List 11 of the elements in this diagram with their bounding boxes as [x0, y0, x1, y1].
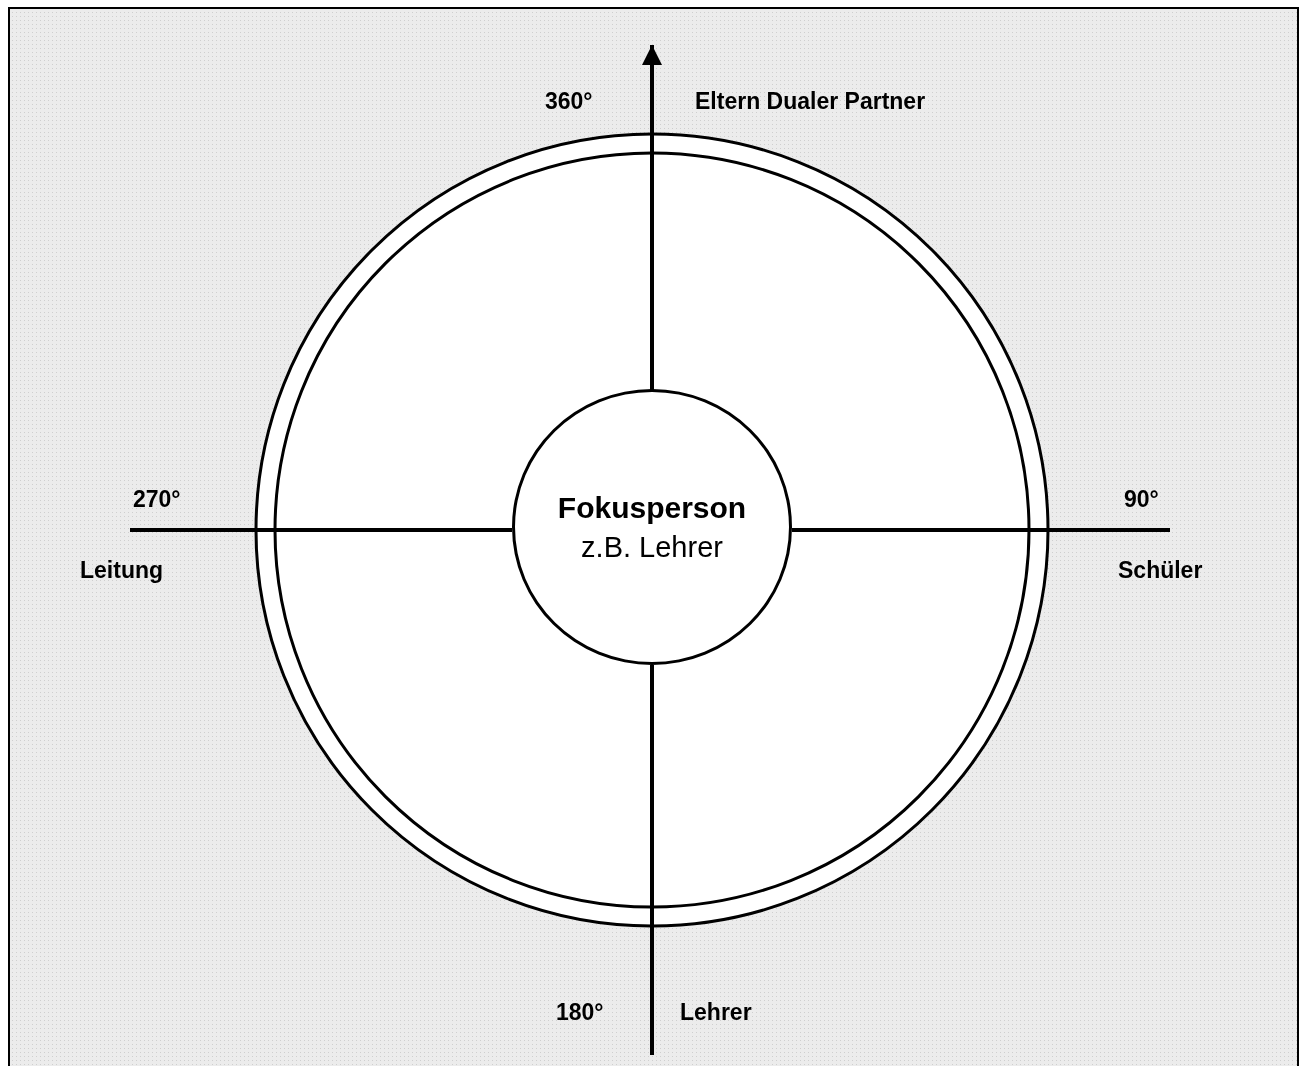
axis-label: Lehrer: [680, 999, 752, 1026]
node-title: Fokusperson: [557, 490, 747, 525]
axis-label: Leitung: [80, 557, 164, 584]
axis-label: 360°: [545, 88, 593, 115]
node-subtitle: z.B. Lehrer: [581, 530, 723, 564]
axis-label: Schüler: [1118, 557, 1203, 584]
axis-label: 90°: [1124, 486, 1159, 513]
axis-label: 180°: [556, 999, 604, 1026]
outer-ring: [254, 132, 1050, 928]
axis-label: Eltern Dualer Partner: [695, 88, 926, 115]
axis-label: 270°: [133, 486, 181, 513]
